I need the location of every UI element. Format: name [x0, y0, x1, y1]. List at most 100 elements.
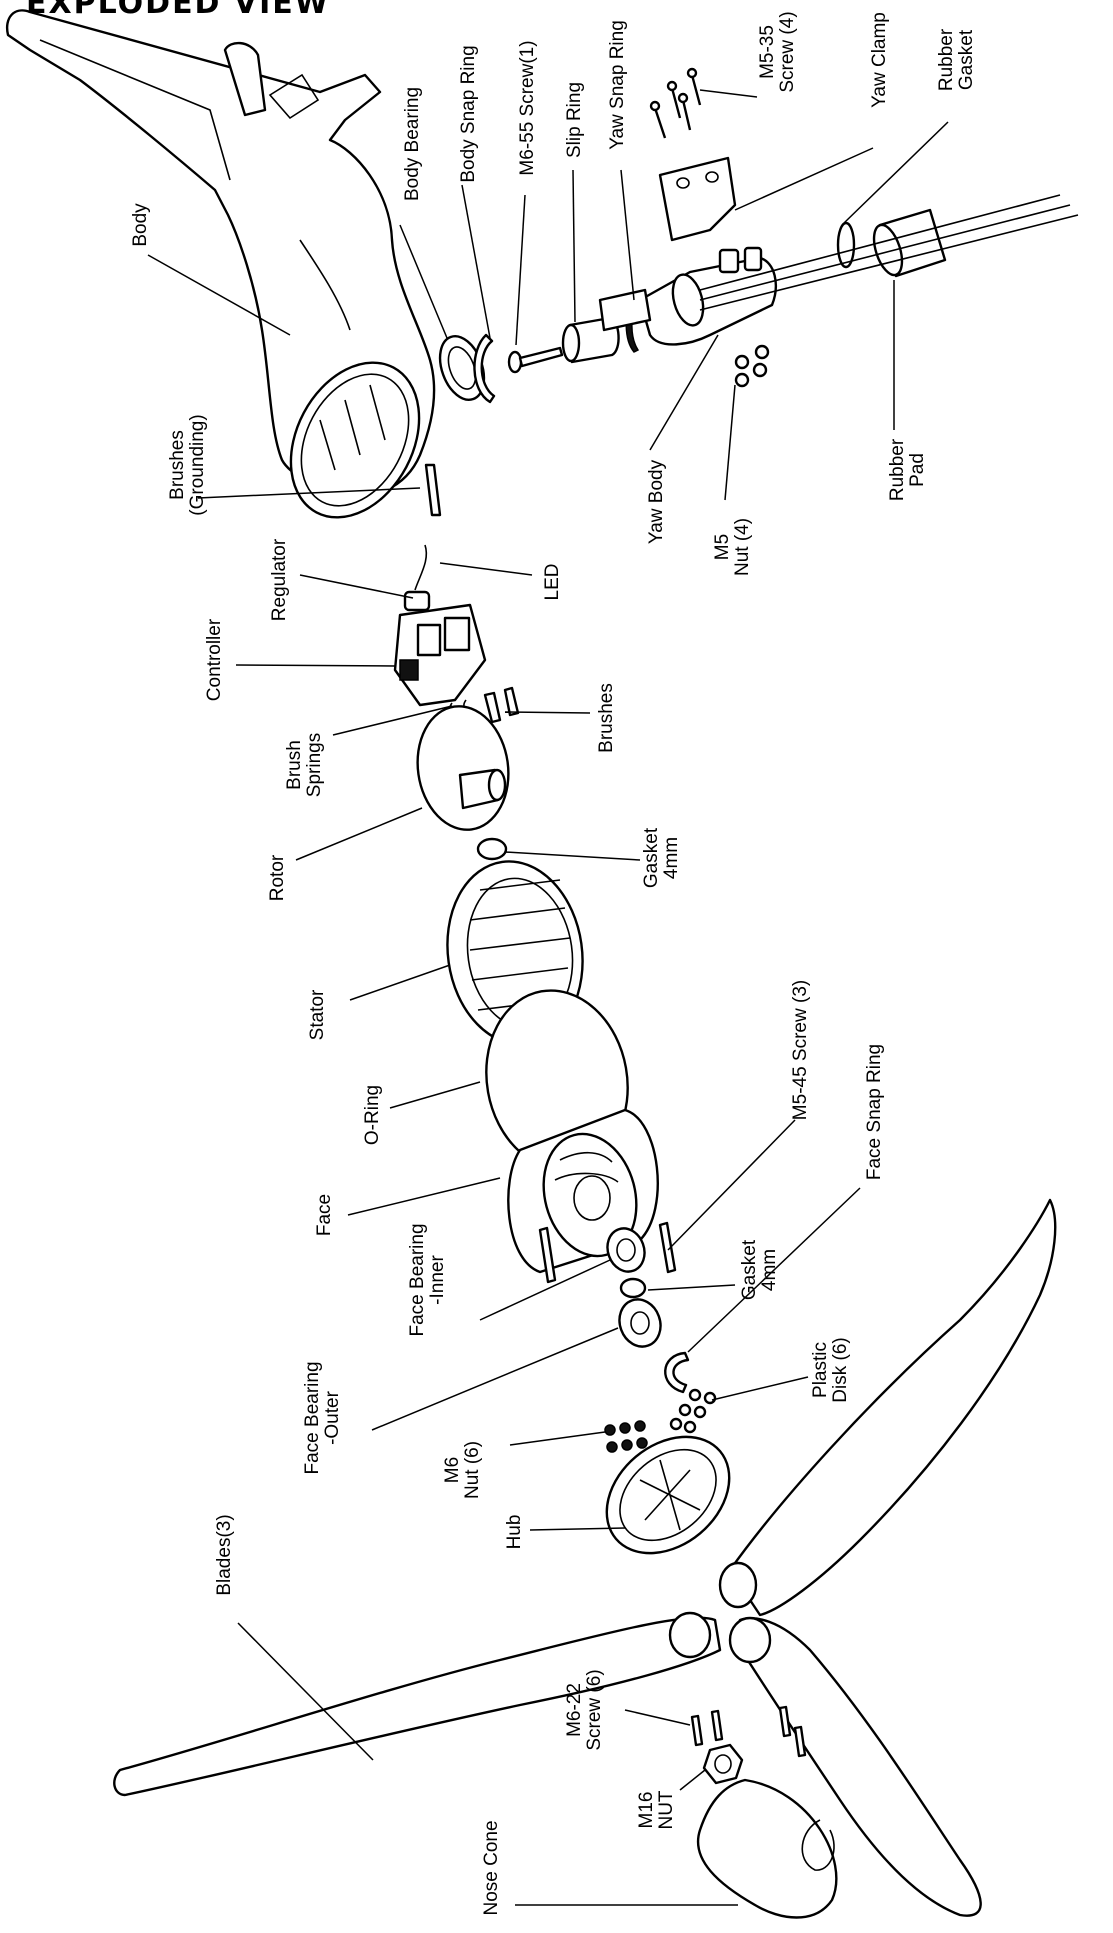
label-m5-35-screw-line2: Screw (4) [777, 11, 798, 92]
label-m5-35-screw: M5-35 Screw (4) [757, 11, 798, 92]
label-yaw-snap-ring-text: Yaw Snap Ring [607, 20, 628, 150]
label-m6-nut: M6 Nut (6) [442, 1441, 483, 1499]
label-gasket-4mm-lower-line2: 4mm [759, 1249, 780, 1291]
label-stator-text: Stator [307, 989, 328, 1040]
label-led: LED [542, 564, 563, 601]
nose-cone-part [697, 1778, 838, 1919]
label-body-text: Body [130, 203, 151, 247]
label-yaw-clamp: Yaw Clamp [869, 12, 890, 108]
label-blades: Blades(3) [214, 1514, 235, 1595]
label-plastic-disk-line1: Plastic [810, 1342, 831, 1398]
label-face: Face [314, 1194, 335, 1236]
label-stator: Stator [307, 989, 328, 1040]
label-brushes-grounding: Brushes (Grounding) [167, 414, 208, 515]
label-yaw-snap-ring: Yaw Snap Ring [607, 20, 628, 150]
yaw-clamp-part [658, 156, 737, 242]
hub-part [605, 1435, 731, 1555]
label-body-snap-ring: Body Snap Ring [458, 45, 479, 182]
label-hub-text: Hub [504, 1515, 525, 1550]
blades-part [113, 1198, 1057, 1917]
label-rubber-gasket-line2: Gasket [956, 29, 977, 90]
label-rotor: Rotor [267, 854, 288, 901]
label-o-ring-text: O-Ring [362, 1085, 383, 1145]
rotor-part [416, 705, 510, 831]
m6-nuts-part [604, 1420, 648, 1453]
label-brushes: Brushes [596, 683, 617, 753]
face-snap-ring-part [664, 1351, 690, 1394]
label-body-bearing-text: Body Bearing [402, 87, 423, 201]
label-m16-nut-line1: M16 [636, 1792, 657, 1829]
label-m5-45-screw-text: M5-45 Screw (3) [790, 980, 811, 1120]
label-yaw-body-text: Yaw Body [646, 459, 667, 544]
m6-22-screws-part [690, 1705, 807, 1758]
label-gasket-4mm-lower: Gasket 4mm [739, 1239, 780, 1300]
body-part [5, 9, 436, 519]
label-gasket-4mm-upper-line1: Gasket [641, 827, 662, 888]
label-gasket-4mm-upper-line2: 4mm [661, 837, 682, 879]
label-m5-45-screw: M5-45 Screw (3) [790, 980, 811, 1120]
label-rubber-pad-line1: Rubber [887, 438, 908, 501]
label-gasket-4mm-lower-line1: Gasket [739, 1239, 760, 1300]
label-body: Body [130, 203, 151, 247]
label-m6-22-screw-line2: Screw (6) [584, 1669, 605, 1750]
label-body-snap-ring-text: Body Snap Ring [458, 45, 479, 182]
label-face-text: Face [314, 1194, 335, 1236]
face-bearing-outer-part [618, 1298, 662, 1348]
label-slip-ring-text: Slip Ring [564, 82, 585, 158]
label-rubber-gasket-line1: Rubber [936, 28, 957, 91]
label-rubber-pad: Rubber Pad [887, 438, 928, 501]
label-body-bearing: Body Bearing [402, 87, 423, 201]
wires-part [699, 194, 1079, 311]
label-regulator-text: Regulator [269, 538, 290, 621]
rubber-pad-part [872, 208, 947, 278]
m5-45-screws-part [538, 1221, 677, 1284]
label-controller: Controller [204, 618, 225, 701]
label-m16-nut-line2: NUT [656, 1790, 677, 1829]
m16-nut-part [702, 1743, 744, 1785]
label-m6-55-screw: M6-55 Screw(1) [517, 40, 538, 175]
label-plastic-disk-line2: Disk (6) [830, 1337, 851, 1402]
label-m6-nut-line2: Nut (6) [462, 1441, 483, 1499]
label-m6-55-screw-text: M6-55 Screw(1) [517, 40, 538, 175]
label-brush-springs-line1: Brush [284, 740, 305, 790]
label-m6-22-screw-line1: M6-22 [564, 1683, 585, 1737]
label-yaw-clamp-text: Yaw Clamp [869, 12, 890, 108]
gasket-4mm-lower-part [619, 1277, 647, 1299]
rubber-gasket-part [836, 221, 856, 269]
label-led-text: LED [542, 564, 563, 601]
face-bearing-inner-part [606, 1227, 646, 1273]
label-m5-nut-line2: Nut (4) [732, 518, 753, 576]
label-slip-ring: Slip Ring [564, 82, 585, 158]
label-face-bearing-outer-line1: Face Bearing [302, 1361, 323, 1474]
diagram-title: EXPLODED VIEW [26, 0, 330, 21]
m5-35-screws-part [649, 67, 702, 139]
label-regulator: Regulator [269, 538, 290, 621]
label-face-snap-ring: Face Snap Ring [864, 1044, 885, 1180]
m6-55-screw-part [507, 346, 564, 374]
label-m6-22-screw: M6-22 Screw (6) [564, 1669, 605, 1750]
label-hub: Hub [504, 1515, 525, 1550]
label-face-snap-ring-text: Face Snap Ring [864, 1044, 885, 1180]
label-m5-nut-line1: M5 [712, 534, 733, 560]
label-nose-cone: Nose Cone [481, 1820, 502, 1915]
label-face-bearing-inner-line2: -Inner [427, 1255, 448, 1305]
label-m5-nut: M5 Nut (4) [712, 518, 753, 576]
plastic-disks-part [669, 1388, 717, 1434]
label-brush-springs: Brush Springs [284, 733, 325, 797]
leader-lines [147, 89, 949, 1906]
m5-nuts-part [734, 344, 770, 388]
label-m6-nut-line1: M6 [442, 1457, 463, 1483]
label-brushes-text: Brushes [596, 683, 617, 753]
brushes-part [483, 686, 520, 724]
label-brush-springs-line2: Springs [304, 733, 325, 797]
label-brushes-grounding-line1: Brushes [167, 430, 188, 500]
label-m5-35-screw-line1: M5-35 [757, 25, 778, 79]
label-face-bearing-inner: Face Bearing -Inner [407, 1223, 448, 1336]
brushes-grounding-part [424, 463, 442, 517]
label-controller-text: Controller [204, 618, 225, 701]
label-yaw-body: Yaw Body [646, 459, 667, 544]
label-gasket-4mm-upper: Gasket 4mm [641, 827, 682, 888]
label-m16-nut: M16 NUT [636, 1790, 677, 1829]
